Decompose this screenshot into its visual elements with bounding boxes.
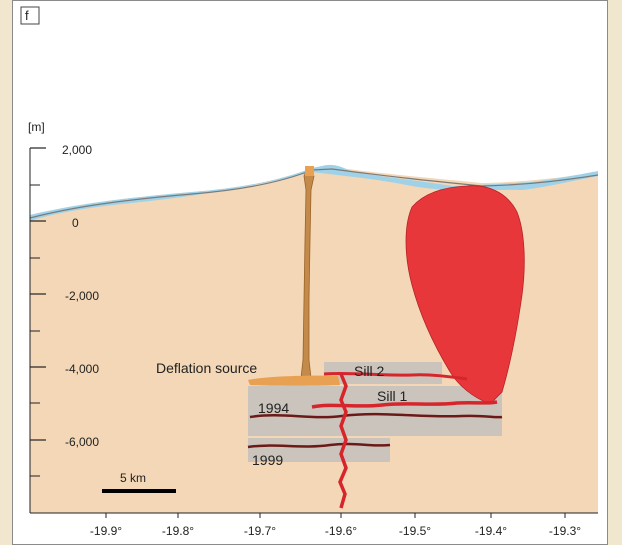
longitude-tick-label: -19.5° bbox=[399, 524, 431, 538]
depth-tick-label: 2,000 bbox=[62, 143, 92, 157]
depth-unit-label: [m] bbox=[28, 120, 45, 134]
summit-vent bbox=[305, 166, 314, 176]
volcano-cross-section-figure: f [m] 2,000 0 -2,000 -4,000 - bbox=[12, 0, 608, 545]
year-1994-label: 1994 bbox=[258, 400, 289, 416]
deflation-source bbox=[248, 375, 340, 386]
longitude-tick-label: -19.3° bbox=[549, 524, 581, 538]
deflation-source-label: Deflation source bbox=[156, 360, 257, 376]
sill-1-depth-range bbox=[248, 386, 502, 436]
longitude-tick-label: -19.6° bbox=[325, 524, 357, 538]
longitude-tick-label: -19.4° bbox=[475, 524, 507, 538]
longitude-tick-label: -19.7° bbox=[244, 524, 276, 538]
depth-tick-label: -2,000 bbox=[65, 289, 99, 303]
panel-label-box bbox=[20, 6, 40, 25]
longitude-axis bbox=[105, 513, 566, 518]
sill-1999 bbox=[247, 442, 391, 449]
scale-bar bbox=[102, 489, 176, 493]
sill-2-depth-range bbox=[324, 362, 442, 384]
large-intrusion bbox=[405, 185, 525, 405]
feeder-dyke bbox=[338, 373, 348, 509]
depth-tick-label: -4,000 bbox=[65, 362, 99, 376]
panel-label: f bbox=[25, 8, 29, 23]
sill-2-intrusion bbox=[323, 371, 468, 381]
event-1999-depth-range bbox=[248, 438, 390, 462]
longitude-tick-label: -19.9° bbox=[90, 524, 122, 538]
depth-tick-label: -6,000 bbox=[65, 435, 99, 449]
depth-axis bbox=[29, 147, 598, 514]
sill-1994 bbox=[249, 412, 503, 419]
scale-bar-label: 5 km bbox=[120, 471, 146, 485]
depth-tick-label: 0 bbox=[72, 216, 79, 230]
year-1999-label: 1999 bbox=[252, 452, 283, 468]
longitude-tick-label: -19.8° bbox=[162, 524, 194, 538]
sill-2-label: Sill 2 bbox=[354, 363, 385, 379]
sill-1-label: Sill 1 bbox=[377, 388, 408, 404]
